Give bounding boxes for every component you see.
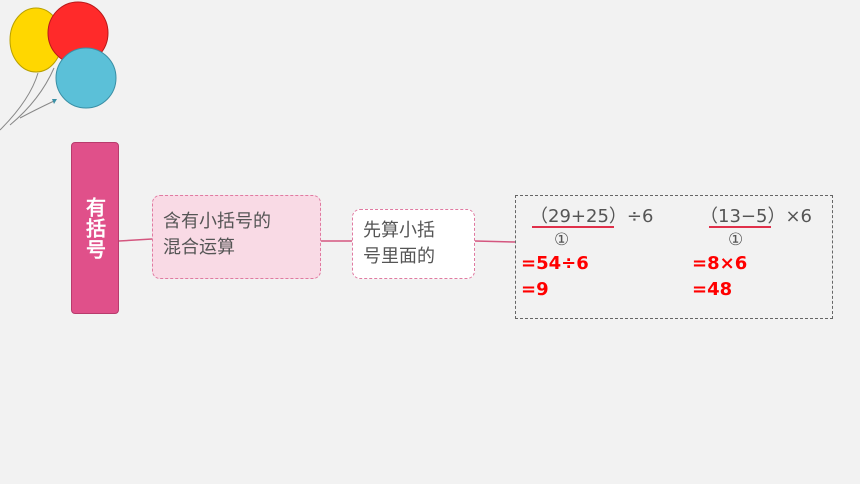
node1-line1: 含有小括号的 (163, 211, 271, 232)
node-compute-parentheses-first: 先算小括 号里面的 (352, 209, 475, 279)
connector-node2-calc (474, 240, 516, 243)
calculation-examples-box: （29+25）÷6 ① =54÷6 =9 （13−5）×6 ① =8×6 =48 (515, 195, 833, 319)
root-node: 有括号 (71, 142, 119, 314)
example2-step-marker: ① (728, 230, 744, 250)
example1-expression: （29+25）÷6 (530, 206, 654, 227)
example2-expression: （13−5）×6 (700, 206, 812, 227)
node-mixed-operation: 含有小括号的 混合运算 (152, 195, 321, 279)
example1-result: =9 (521, 279, 549, 300)
example2-result: =48 (692, 279, 733, 300)
connector-root-node1 (118, 238, 153, 242)
node2-line2: 号里面的 (363, 246, 435, 267)
root-label: 有括号 (82, 196, 107, 260)
blue-balloon (55, 47, 117, 109)
example1-underline (532, 226, 614, 228)
balloons-icon (0, 1, 117, 131)
node2-line1: 先算小括 (363, 220, 435, 241)
example1-step1: =54÷6 (521, 253, 589, 274)
example1-step-marker: ① (554, 230, 570, 250)
node1-line2: 混合运算 (163, 237, 235, 258)
example2-step1: =8×6 (692, 253, 748, 274)
example2-underline (709, 226, 771, 228)
